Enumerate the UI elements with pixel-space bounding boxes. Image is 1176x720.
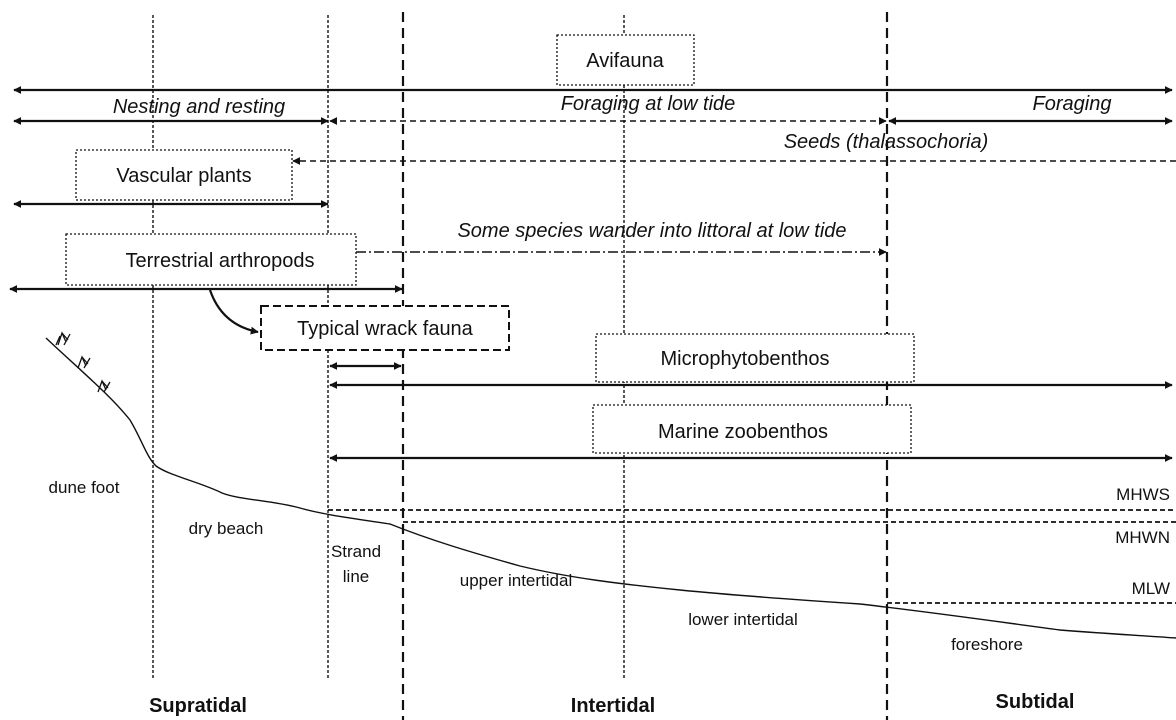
dune-foot-label: dune foot [49, 478, 120, 497]
vascular-plants-box [75, 149, 293, 201]
supratidal-label: Supratidal [149, 695, 247, 717]
wrack-origin-curved-arrow [208, 289, 259, 335]
nesting-resting-label: Nesting and resting [113, 96, 285, 118]
terrestrial-arthropods-box [65, 233, 357, 286]
mhws-label: MHWS [1116, 485, 1170, 504]
avifauna-label: Avifauna [586, 50, 664, 72]
dry-beach-label: dry beach [189, 519, 264, 538]
foraging-label: Foraging [1033, 93, 1112, 115]
marine-zoobenthos-box [592, 404, 912, 454]
typical-wrack-fauna-box [260, 305, 510, 351]
typical-wrack-fauna-label: Typical wrack fauna [297, 318, 474, 340]
terrestrial-arthropods-label: Terrestrial arthropods [126, 250, 315, 272]
wander-label: Some species wander into littoral at low… [457, 220, 846, 242]
subtidal-label: Subtidal [996, 691, 1075, 713]
beach-profile-line [45, 337, 1176, 639]
seeds-label: Seeds (thalassochoria) [784, 131, 989, 153]
marine-zoobenthos-label: Marine zoobenthos [658, 421, 828, 443]
mhwn-label: MHWN [1115, 528, 1170, 547]
avifauna-box [556, 34, 695, 86]
foraging-low-tide-label: Foraging at low tide [561, 93, 736, 115]
microphytobenthos-label: Microphytobenthos [661, 348, 830, 370]
lower-intertidal-label: lower intertidal [688, 610, 798, 629]
foreshore-label: foreshore [951, 635, 1023, 654]
intertidal-label: Intertidal [571, 695, 655, 717]
microphytobenthos-box [595, 333, 915, 383]
strand-line-label-2: line [343, 567, 369, 586]
dune-grass-sketch [55, 331, 111, 393]
vascular-plants-label: Vascular plants [116, 165, 251, 187]
strand-line-label-1: Strand [331, 542, 381, 561]
mlw-label: MLW [1132, 579, 1170, 598]
upper-intertidal-label: upper intertidal [460, 571, 572, 590]
